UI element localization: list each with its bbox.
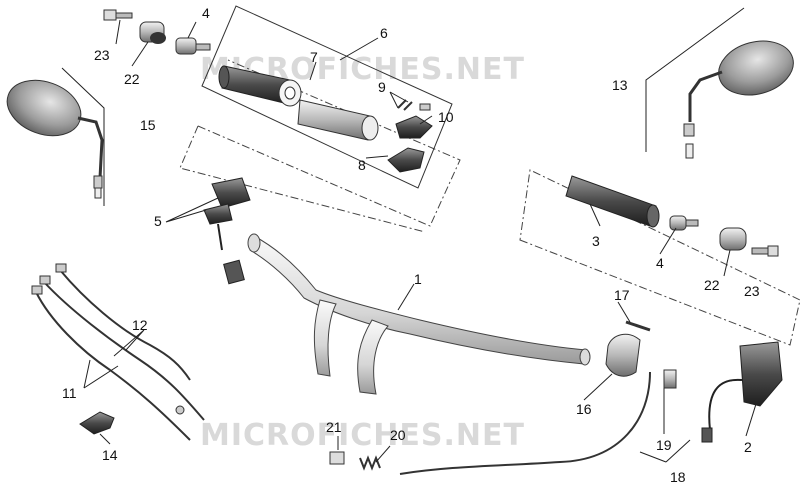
- label-7: 7: [310, 49, 318, 65]
- spring-20: [359, 455, 381, 471]
- label-23-left: 23: [94, 47, 110, 63]
- handlebar-1: [247, 233, 591, 395]
- switch-housing-16: [605, 333, 641, 377]
- group-box-6: [201, 5, 453, 189]
- label-4-right: 4: [656, 255, 664, 271]
- throttle-cables-11-12: [35, 269, 205, 441]
- label-8: 8: [358, 157, 366, 173]
- bar-end-insert-4-left: [175, 37, 211, 55]
- label-12: 12: [132, 317, 148, 333]
- cable-fittings: [31, 263, 185, 415]
- label-20: 20: [390, 427, 406, 443]
- bar-end-weight-22-left: [139, 21, 166, 44]
- label-10: 10: [438, 109, 454, 125]
- label-21: 21: [326, 419, 342, 435]
- throttle-tube: [297, 99, 379, 141]
- screws-9: [397, 99, 431, 111]
- label-16: 16: [576, 401, 592, 417]
- leader-lines: [83, 19, 757, 463]
- label-1: 1: [414, 271, 422, 287]
- label-6: 6: [380, 25, 388, 41]
- cable-18: [399, 371, 651, 475]
- label-11: 11: [62, 385, 77, 401]
- label-3: 3: [592, 233, 600, 249]
- label-2: 2: [744, 439, 752, 455]
- screw-23-left: [103, 9, 133, 21]
- mirror-left: [6, 67, 105, 206]
- group-outline-right-grip: [519, 169, 800, 346]
- label-17: 17: [614, 287, 630, 303]
- nipple-21: [329, 451, 345, 465]
- bracket-14: [79, 411, 115, 435]
- label-13: 13: [612, 77, 628, 93]
- label-18: 18: [670, 469, 686, 485]
- label-15: 15: [140, 117, 156, 133]
- screw-23-right: [751, 245, 779, 257]
- label-4-left: 4: [202, 5, 210, 21]
- switch-5: [203, 177, 251, 285]
- screw-17: [625, 320, 651, 332]
- label-19: 19: [656, 437, 672, 453]
- label-14: 14: [102, 447, 118, 463]
- throttle-housing-8: [387, 147, 425, 173]
- mirror-right: [645, 7, 794, 159]
- bar-end-insert-4-right: [669, 215, 699, 231]
- bar-end-weight-22-right: [719, 227, 747, 251]
- label-5: 5: [154, 213, 162, 229]
- watermark-bottom: MICROFICHES.NET: [200, 418, 525, 453]
- label-22-right: 22: [704, 277, 720, 293]
- adjuster-19: [663, 369, 677, 389]
- label-22-left: 22: [124, 71, 140, 87]
- grip-7: [218, 65, 302, 107]
- switch-2: [701, 341, 783, 443]
- label-23-right: 23: [744, 283, 760, 299]
- label-9: 9: [378, 79, 386, 95]
- grip-3: [565, 175, 660, 228]
